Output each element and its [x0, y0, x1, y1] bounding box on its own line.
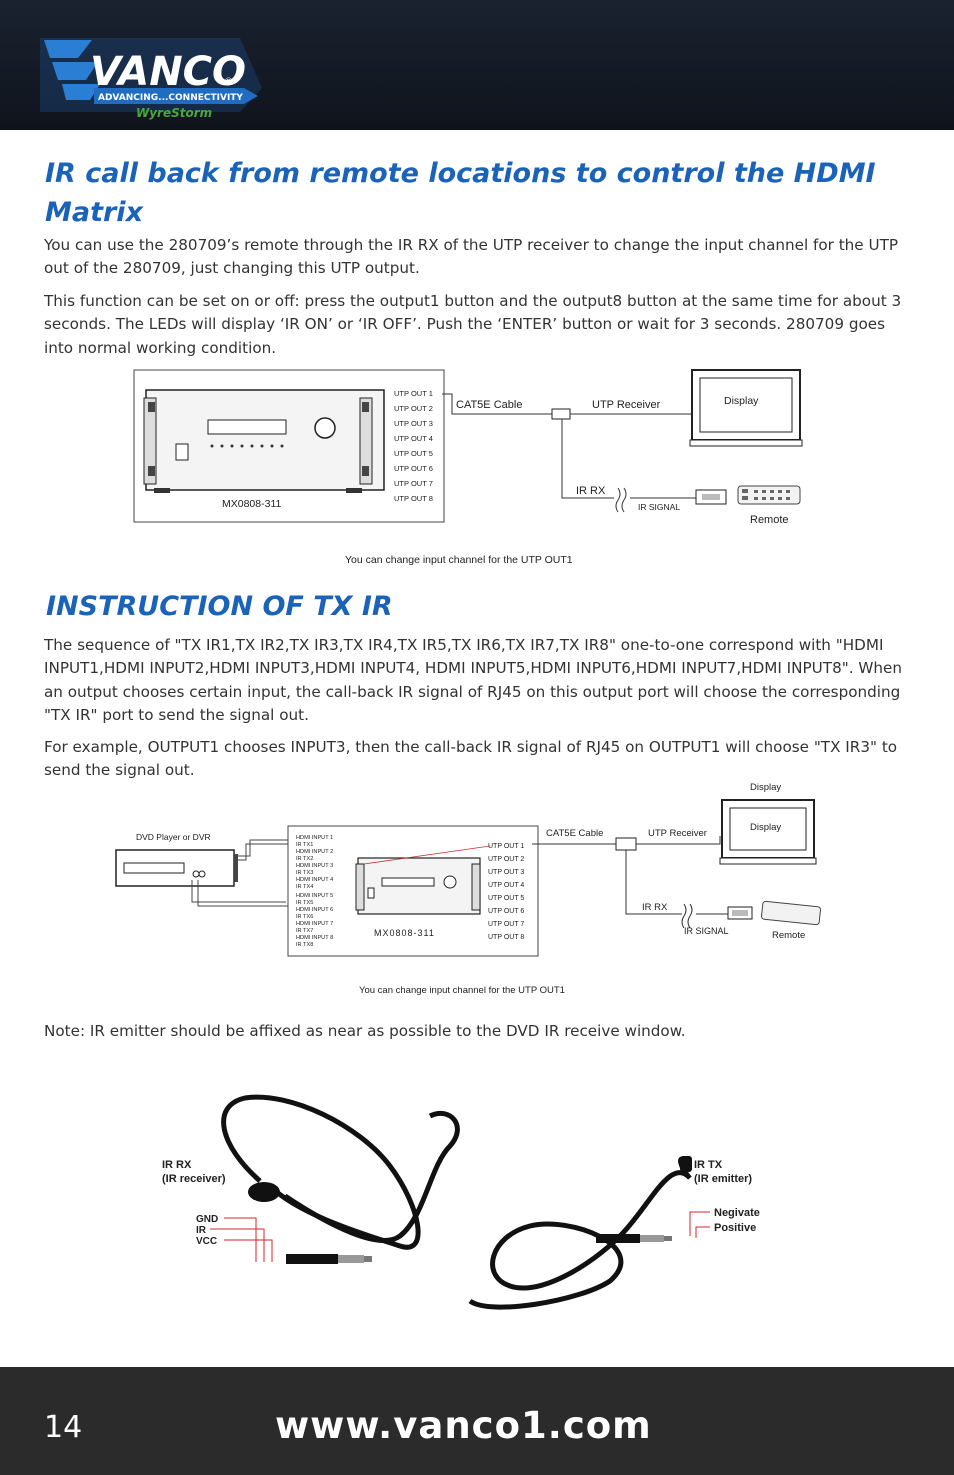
ir-rx-title: IR RX [162, 1159, 192, 1171]
rx-pin-label: IR [196, 1225, 207, 1236]
input-label: IR TX2 [296, 856, 313, 862]
note-text: Note: IR emitter should be affixed as ne… [44, 1022, 686, 1040]
input-label: HDMI INPUT 7 [296, 921, 333, 927]
tx-ir-diagram: DVD Player or DVR HDMI INPUT 1 IR TX1 HD… [115, 782, 821, 996]
ir-callback-diagram: MX0808-311 UTP OUT 1 UTP OUT 2 UTP OUT 3… [133, 369, 803, 566]
input-label: HDMI INPUT 4 [296, 877, 333, 883]
ir-rx-label: IR RX [642, 902, 668, 913]
utp-receiver-box [615, 837, 637, 851]
ir-rx-label: IR RX [576, 485, 606, 497]
ir-tx-subtitle: (IR emitter) [694, 1173, 752, 1185]
utp-out-label: UTP OUT 1 [394, 389, 433, 398]
diagram-caption: You can change input channel for the UTP… [359, 985, 565, 996]
utp-out-label: UTP OUT 8 [488, 934, 524, 941]
section1-paragraph-2: This function can be set on or off: pres… [44, 292, 902, 357]
ir-tx-title: IR TX [694, 1159, 723, 1171]
ir-signal-label: IR SIGNAL [638, 502, 680, 512]
vanco-logo: VANCO ® ADVANCING...CONNECTIVITY WyreSto… [40, 38, 262, 120]
cable-label: CAT5E Cable [456, 399, 522, 411]
input-label: HDMI INPUT 1 [296, 835, 333, 841]
rx-pin-label: VCC [196, 1236, 217, 1247]
logo-name: VANCO [90, 49, 246, 95]
logo-tagline: ADVANCING...CONNECTIVITY [98, 93, 243, 103]
utp-receiver-box [551, 408, 571, 420]
matrix-model-label: MX0808-311 [222, 498, 282, 510]
input-label: IR TX8 [296, 942, 313, 948]
input-label: IR TX5 [296, 900, 313, 906]
utp-out-label: UTP OUT 7 [394, 479, 433, 488]
ir-emitter-head [680, 1156, 692, 1172]
input-label: IR TX6 [296, 914, 313, 920]
utp-out-label: UTP OUT 3 [394, 419, 433, 428]
dvd-label: DVD Player or DVR [136, 832, 211, 842]
ir-cables-illustration: IR RX (IR receiver) GND IR VCC IR TX (IR… [162, 1094, 760, 1310]
input-label: HDMI INPUT 6 [296, 907, 333, 913]
display-label: Display [750, 822, 781, 833]
remote-label: Remote [750, 514, 789, 526]
section2-title: INSTRUCTION OF TX IR [46, 591, 393, 622]
input-label: IR TX1 [296, 842, 313, 848]
utp-out-label: UTP OUT 2 [488, 856, 524, 863]
utp-out-label: UTP OUT 6 [394, 464, 433, 473]
utp-receiver-label: UTP Receiver [592, 399, 661, 411]
utp-out-label: UTP OUT 3 [488, 869, 524, 876]
utp-out-label: UTP OUT 7 [488, 921, 524, 928]
ir-rx-subtitle: (IR receiver) [162, 1173, 226, 1185]
cable-label: CAT5E Cable [546, 828, 603, 839]
section1-title: IR call back from remote locations to co… [45, 158, 876, 228]
section2-paragraph-2: For example, OUTPUT1 chooses INPUT3, the… [44, 738, 898, 780]
utp-receiver-label: UTP Receiver [648, 828, 707, 839]
input-label: IR TX3 [296, 870, 313, 876]
utp-out-label: UTP OUT 5 [394, 449, 433, 458]
header-bar: VANCO ® ADVANCING...CONNECTIVITY WyreSto… [0, 0, 954, 130]
footer-bar [0, 1367, 954, 1475]
matrix-device [145, 389, 385, 491]
website-link[interactable]: www.vanco1.com [275, 1404, 652, 1447]
logo-registered: ® [224, 77, 233, 87]
input-label: HDMI INPUT 8 [296, 935, 333, 941]
utp-out-label: UTP OUT 4 [488, 882, 524, 889]
diagram-caption: You can change input channel for the UTP… [345, 554, 573, 566]
logo-partner: WyreStorm [136, 106, 212, 120]
input-label: IR TX4 [296, 884, 313, 890]
ir-receiver-cable [221, 1094, 460, 1264]
utp-out-label: UTP OUT 2 [394, 404, 433, 413]
remote-label: Remote [772, 930, 805, 941]
input-label: HDMI INPUT 5 [296, 893, 333, 899]
section2-paragraph-1: The sequence of "TX IR1,TX IR2,TX IR3,TX… [44, 636, 902, 724]
remote-control [761, 900, 821, 926]
display-label: Display [724, 395, 759, 407]
ir-receiver-head [248, 1182, 280, 1202]
utp-out-label: UTP OUT 8 [394, 494, 433, 503]
utp-out-label: UTP OUT 6 [488, 908, 524, 915]
display-top-label: Display [750, 782, 781, 793]
input-label: HDMI INPUT 2 [296, 849, 333, 855]
input-label: IR TX7 [296, 928, 313, 934]
utp-out-label: UTP OUT 1 [488, 843, 524, 850]
remote-control [737, 485, 801, 505]
utp-out-label: UTP OUT 4 [394, 434, 433, 443]
tx-pin-label: Positive [714, 1222, 756, 1234]
rx-pin-label: GND [196, 1214, 218, 1225]
matrix-model-label: MX0808-311 [374, 928, 435, 938]
page-number: 14 [44, 1410, 83, 1445]
ir-signal-label: IR SIGNAL [684, 926, 729, 936]
tx-pin-label: Negivate [714, 1207, 760, 1219]
utp-out-label: UTP OUT 5 [488, 895, 524, 902]
input-label: HDMI INPUT 3 [296, 863, 333, 869]
section1-paragraph-1: You can use the 280709’s remote through … [44, 236, 899, 278]
ir-emitter-cable [468, 1156, 692, 1310]
